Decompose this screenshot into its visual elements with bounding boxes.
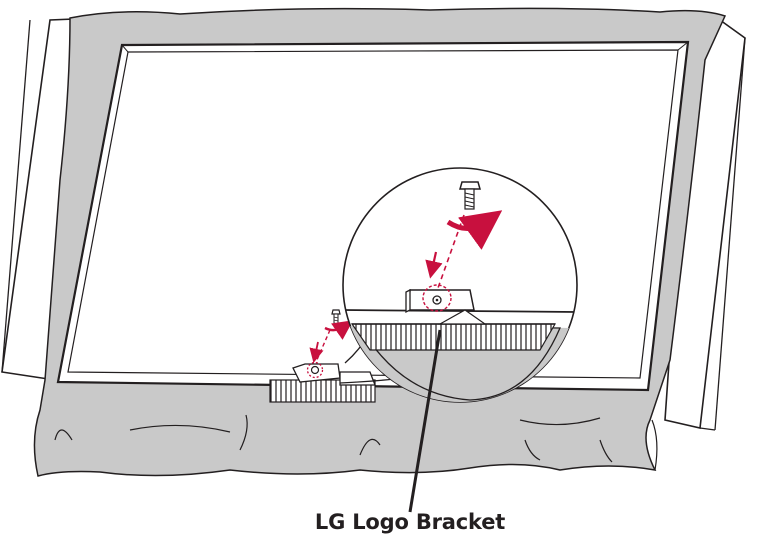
down-arrow-icon-large bbox=[425, 251, 443, 279]
callout-pointer-icon bbox=[408, 329, 442, 513]
down-arrow-icon bbox=[309, 341, 324, 364]
screw-icon-large bbox=[459, 181, 481, 210]
rotate-arrow-icon bbox=[324, 320, 354, 340]
callout-label: LG Logo Bracket bbox=[314, 510, 506, 534]
rotate-arrow-icon-large bbox=[446, 210, 503, 250]
